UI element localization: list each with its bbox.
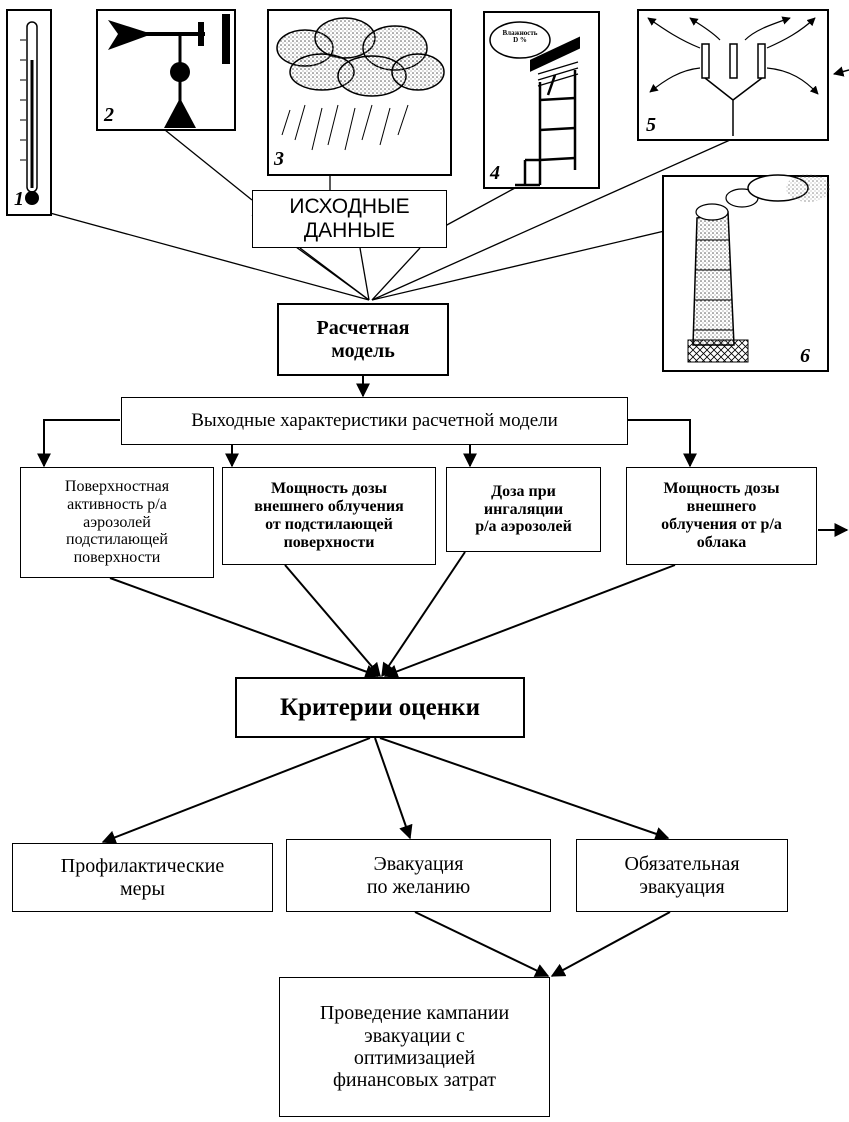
connector-2 xyxy=(164,129,253,201)
arrow-criteria-vol xyxy=(374,737,413,840)
thermometer-icon xyxy=(6,9,52,216)
arrow-to-out4 xyxy=(628,419,697,468)
arrow-criteria-prevent xyxy=(101,737,371,844)
picture-number-6: 6 xyxy=(800,345,810,367)
connector-6 xyxy=(371,224,691,301)
arrow-vol-campaign xyxy=(414,911,550,977)
humidity-sign-label: Влажность D % xyxy=(502,29,538,44)
picture-number-4: 4 xyxy=(490,162,500,184)
wind-vane-icon xyxy=(96,9,236,131)
connector-b xyxy=(299,247,370,301)
output-ground-dose-box: Мощность дозы внешнего облучения от подс… xyxy=(222,467,436,565)
arrow-criteria-mand xyxy=(379,737,670,841)
output-surface-activity-box: Поверхностная активность р/а аэрозолей п… xyxy=(20,467,214,578)
arrow-to-out1 xyxy=(37,419,120,468)
picture-number-1: 1 xyxy=(14,188,24,210)
output-inhalation-dose-box: Доза при ингаляции р/а аэрозолей xyxy=(446,467,601,552)
flow-arrows xyxy=(37,376,849,977)
evacuation-campaign-box: Проведение кампании эвакуации с оптимиза… xyxy=(279,977,550,1117)
picture-number-2: 2 xyxy=(104,104,114,126)
outputs-header-box: Выходные характеристики расчетной модели xyxy=(121,397,628,445)
connector-5 xyxy=(371,139,731,301)
arrow-out4-criteria xyxy=(383,564,676,679)
mandatory-evacuation-box: Обязательная эвакуация xyxy=(576,839,788,912)
input-data-box: ИСХОДНЫЕ ДАННЫЕ xyxy=(252,190,447,248)
stack-plume-icon xyxy=(662,174,830,372)
connector-1 xyxy=(49,212,370,301)
connector-c xyxy=(359,247,370,301)
picture-number-3: 3 xyxy=(274,148,284,170)
arrow-out3-criteria xyxy=(381,551,466,678)
arrow-mand-campaign xyxy=(550,911,671,977)
humidity-stand-icon xyxy=(483,11,600,189)
calc-model-box: Расчетная модель xyxy=(277,303,449,376)
picture-number-5: 5 xyxy=(646,114,656,136)
voluntary-evacuation-box: Эвакуация по желанию xyxy=(286,839,551,912)
preventive-measures-box: Профилактические меры xyxy=(12,843,273,912)
rain-cloud-icon xyxy=(267,9,452,176)
output-cloud-dose-box: Мощность дозы внешнего облучения от р/а … xyxy=(626,467,817,565)
criteria-box: Критерии оценки xyxy=(235,677,525,738)
arrow-out1-criteria xyxy=(109,577,380,679)
connector-4 xyxy=(444,187,516,227)
arrow-out2-criteria xyxy=(284,564,381,678)
wind-turbulence-icon xyxy=(637,9,849,141)
connector-d xyxy=(371,247,421,301)
